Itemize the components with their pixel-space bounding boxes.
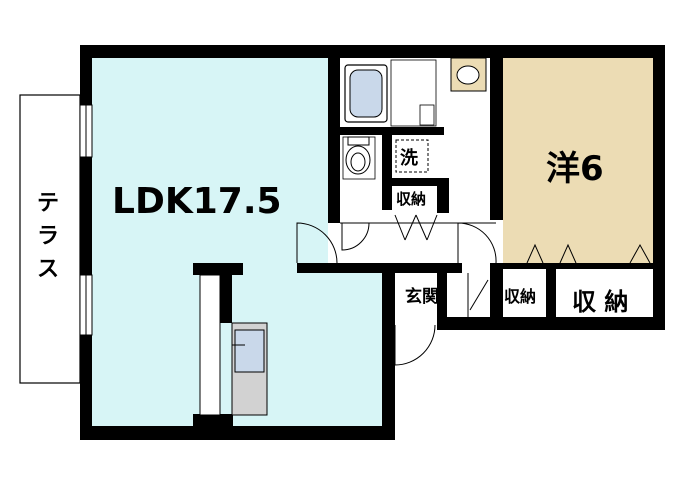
terrace-label-char-3: ス xyxy=(37,257,59,282)
western-label: 洋6 xyxy=(546,149,604,189)
terrace-label: テ ラ ス xyxy=(37,191,59,282)
storage-entrance-label: 収納 xyxy=(504,287,536,306)
terrace xyxy=(19,94,81,384)
terrace-label-char-1: テ xyxy=(37,191,59,216)
storage-large-label: 収 納 xyxy=(572,288,628,316)
washer-space xyxy=(395,139,429,173)
washroom-label: 洗 xyxy=(400,147,418,169)
terrace-label-char-2: ラ xyxy=(37,224,59,249)
entrance-label: 玄関 xyxy=(405,286,439,307)
western-room-floor xyxy=(503,58,653,263)
kitchen xyxy=(199,274,268,416)
ldk-label: LDK17.5 xyxy=(112,181,282,222)
toilet xyxy=(342,136,376,180)
ldk-floor xyxy=(92,58,382,426)
storage-small-label: 収納 xyxy=(396,190,426,208)
windows xyxy=(79,104,93,336)
